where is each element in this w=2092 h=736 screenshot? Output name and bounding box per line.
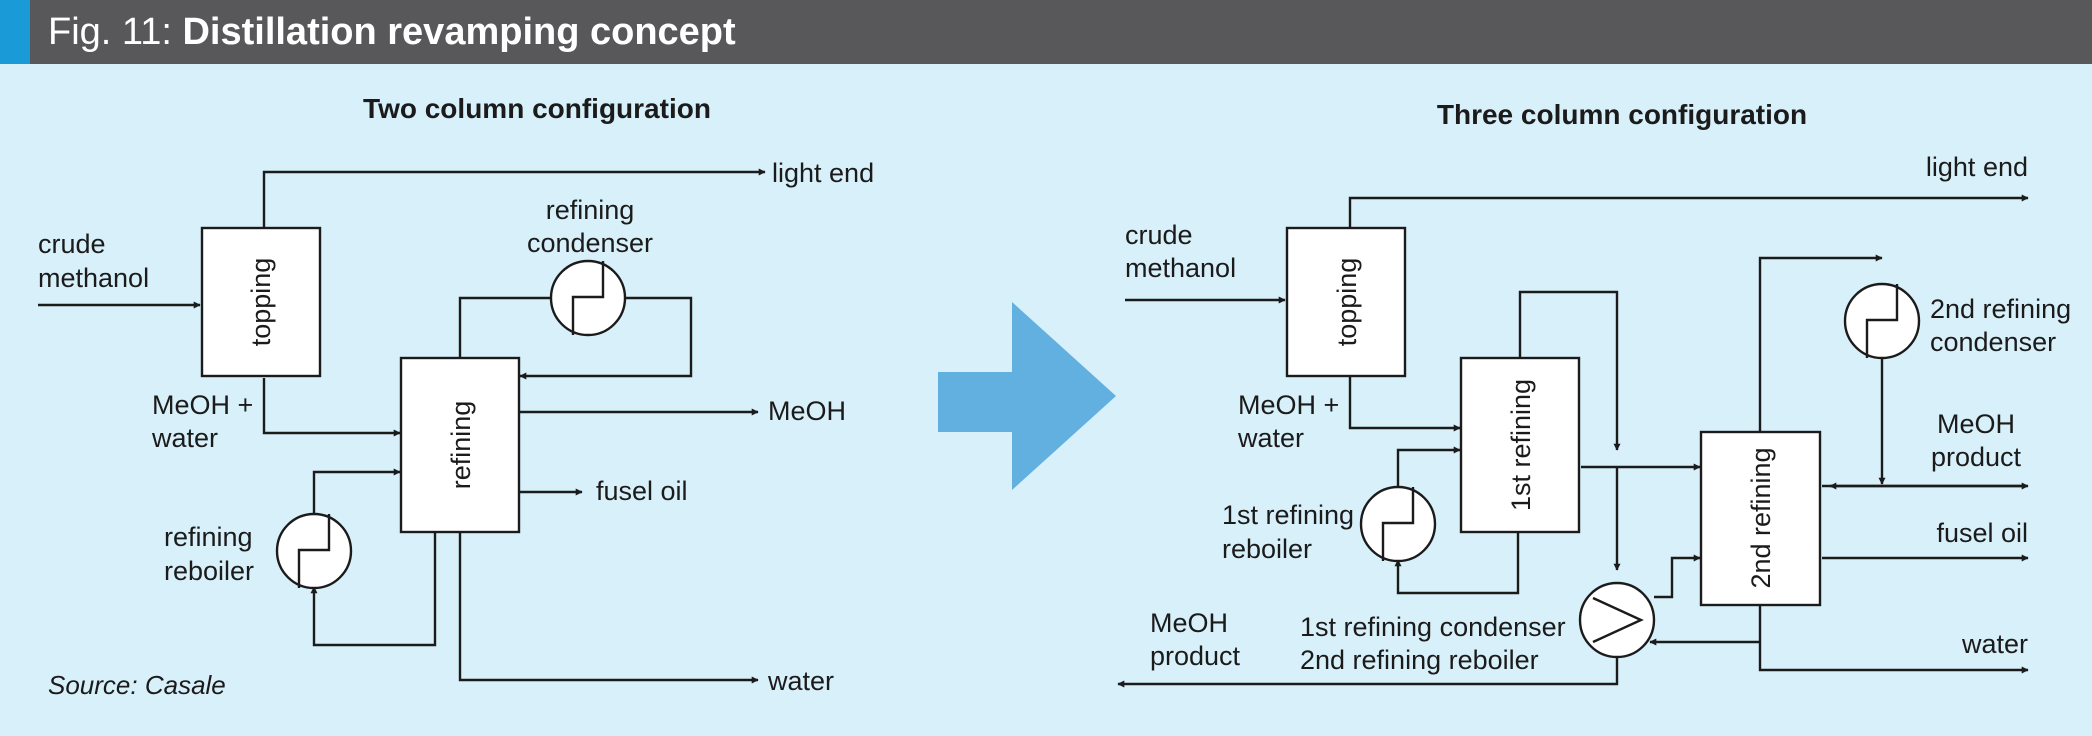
meoh-water-line (262, 378, 401, 437)
condenser2-label-2: condenser (1930, 327, 2056, 357)
reboiler1-vapor-line (1396, 446, 1461, 488)
refining2-overhead-line (1758, 254, 1883, 432)
light-end-label: light end (772, 158, 874, 188)
right-subtitle: Three column configuration (1437, 99, 1807, 130)
two-column-configuration: Two column configuration topping refinin… (38, 93, 874, 700)
light-end-line (262, 168, 766, 228)
three-column-configuration: Three column configuration topping 1st r… (1117, 99, 2071, 688)
condenser-label-2: condenser (527, 228, 653, 258)
meoh-product-b-label-2: product (1150, 641, 1241, 671)
reboiler-return-line (310, 532, 437, 647)
combined-exchanger-coil (1592, 596, 1644, 644)
second-refining-column (1699, 430, 1822, 607)
condenser-coil (571, 261, 605, 335)
reboiler1-label-2: reboiler (1222, 534, 1312, 564)
combo-label-2: 2nd refining reboiler (1300, 645, 1539, 675)
refining-reboiler (275, 512, 353, 590)
combined-condenser-reboiler (1578, 581, 1656, 659)
reboiler-label-2: reboiler (164, 556, 254, 586)
refining-condenser (549, 259, 627, 337)
meoh-water-label-2: water (151, 423, 218, 453)
reboiler1-label-1: 1st refining (1222, 500, 1354, 530)
fusel-oil-label-r: fusel oil (1936, 518, 2028, 548)
left-subtitle: Two column configuration (363, 93, 711, 124)
figure-number: Fig. 11: (48, 11, 183, 53)
condenser-label-1: refining (546, 195, 635, 225)
water-label-r: water (1961, 629, 2028, 659)
first-refining-reboiler (1359, 485, 1437, 563)
refining-label: refining (446, 401, 476, 490)
meoh-product-b-label-1: MeOH (1150, 608, 1228, 638)
crude-methanol-label-2: methanol (38, 263, 149, 293)
second-refining-label: 2nd refining (1746, 447, 1776, 588)
topping-column (200, 226, 322, 378)
reboiler-label-1: refining (164, 522, 253, 552)
refining-column (399, 356, 521, 534)
condenser-vapor-line (458, 296, 550, 358)
reboiler1-coil (1381, 487, 1415, 561)
topping-label-r: topping (1332, 258, 1362, 347)
crude-methanol-label-1: crude (38, 229, 106, 259)
header-accent-bar (0, 0, 30, 64)
meoh-product-label-r1: MeOH (1937, 409, 2015, 439)
topping-label: topping (246, 258, 276, 347)
meoh-product-bottom-line (1117, 658, 1619, 688)
refining1-overhead-line (1518, 290, 1621, 451)
water-label: water (767, 666, 834, 696)
meoh-label: MeOH (768, 396, 846, 426)
crude-methanol-label-r1: crude (1125, 220, 1193, 250)
light-end-line-r (1348, 194, 2029, 228)
combo-label-1: 1st refining condenser (1300, 612, 1566, 642)
figure-header: Fig. 11: Distillation revamping concept (0, 0, 2092, 64)
water-line (458, 532, 759, 684)
transition-arrow (938, 302, 1116, 490)
meoh-product-label-r2: product (1931, 442, 2022, 472)
fusel-oil-label: fusel oil (596, 476, 688, 506)
reboiler-vapor-line (312, 468, 401, 515)
meoh-water-label-r1: MeOH + (1238, 390, 1339, 420)
reflux-line (519, 296, 693, 380)
figure-title-text: Distillation revamping concept (182, 11, 736, 53)
reboiler-coil (297, 514, 331, 588)
second-refining-condenser (1843, 282, 1921, 360)
meoh-water-label-r2: water (1237, 423, 1304, 453)
meoh-water-label-1: MeOH + (152, 390, 253, 420)
light-end-label-r: light end (1926, 152, 2028, 182)
figure-title: Fig. 11: Distillation revamping concept (48, 8, 736, 56)
source-note: Source: Casale (48, 670, 226, 700)
topping-column-r (1285, 226, 1407, 378)
crude-methanol-label-r2: methanol (1125, 253, 1236, 283)
reboiler2-vapor-line (1654, 554, 1701, 599)
condenser2-coil (1865, 284, 1899, 358)
reboiler1-return-line (1394, 532, 1520, 595)
condenser2-label-1: 2nd refining (1930, 294, 2071, 324)
first-refining-label: 1st refining (1506, 379, 1536, 511)
first-refining-column (1459, 356, 1581, 534)
meoh-water-line-r (1348, 376, 1461, 432)
water-line-r (1758, 605, 2029, 674)
